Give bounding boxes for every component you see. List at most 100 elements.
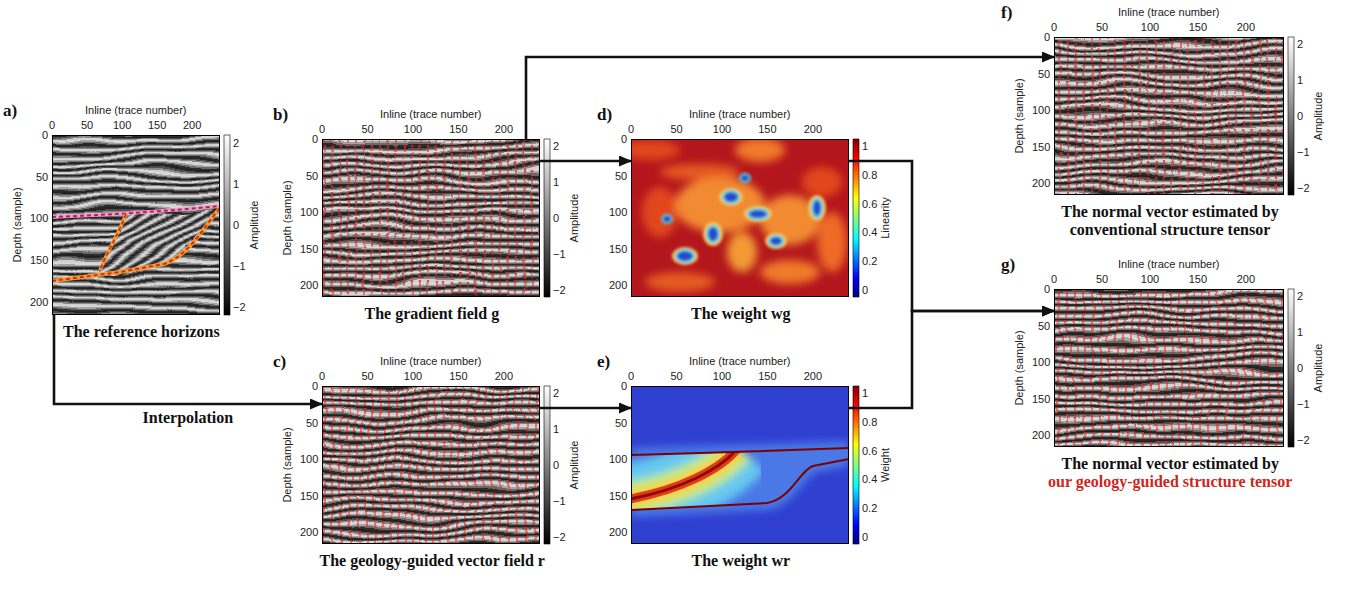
panel-frame: d)The weight wg bbox=[631, 139, 849, 297]
colorbar-tick: 0 bbox=[233, 219, 239, 231]
colorbar-tick: 0 bbox=[862, 284, 868, 296]
tick-label: 0 bbox=[1044, 31, 1050, 43]
horizon-line bbox=[52, 206, 220, 217]
fault-block bbox=[100, 206, 220, 272]
colorbar-tick: −1 bbox=[233, 260, 246, 272]
axis-title: Inline (trace number) bbox=[1118, 6, 1220, 18]
colorbar-tick: 0.8 bbox=[862, 416, 877, 428]
tick-label: 0 bbox=[1051, 273, 1057, 285]
colorbar bbox=[224, 135, 230, 315]
colorbar-tick: −1 bbox=[1297, 398, 1310, 410]
axis-title: Depth (sample) bbox=[280, 180, 292, 255]
colorbar-tick: −2 bbox=[553, 531, 566, 543]
tick-label: 200 bbox=[30, 296, 48, 308]
tick-label: 0 bbox=[1044, 283, 1050, 295]
colorbar-tick: 0.8 bbox=[862, 169, 877, 181]
colorbar-tick: −2 bbox=[233, 301, 246, 313]
colorbar-tick: 2 bbox=[553, 140, 559, 152]
colorbar-tick: 1 bbox=[862, 140, 868, 152]
tick-label: 150 bbox=[1189, 21, 1207, 33]
colorbar-title: Amplitude bbox=[1312, 92, 1324, 141]
horizon-line bbox=[52, 208, 220, 281]
heatmap-blobs bbox=[631, 139, 847, 292]
tick-label: 100 bbox=[1141, 21, 1159, 33]
colorbar-title: Amplitude bbox=[1312, 344, 1324, 393]
arrow-connector bbox=[526, 57, 1054, 139]
tick-label: 50 bbox=[36, 171, 48, 183]
horizon-line bbox=[631, 459, 849, 510]
tick-label: 200 bbox=[1237, 273, 1255, 285]
tick-label: 100 bbox=[113, 119, 131, 131]
vector-arrows bbox=[322, 139, 540, 297]
tick-label: 150 bbox=[449, 370, 467, 382]
panel-caption: The gradient field g bbox=[365, 305, 500, 323]
fault-line bbox=[100, 214, 126, 270]
tick-label: 0 bbox=[319, 123, 325, 135]
edge-label: Interpolation bbox=[141, 409, 236, 427]
tick-label: 200 bbox=[1237, 21, 1255, 33]
colorbar-tick: 2 bbox=[233, 137, 239, 149]
colorbar-tick: 0 bbox=[1297, 362, 1303, 374]
weight-map bbox=[631, 386, 849, 544]
horizon-line bbox=[52, 206, 220, 217]
panel-caption: The normal vector estimated by conventio… bbox=[1060, 203, 1280, 239]
axis-title: Inline (trace number) bbox=[380, 108, 482, 120]
seismic-image bbox=[52, 135, 220, 315]
tick-label: 150 bbox=[609, 490, 627, 502]
colorbar bbox=[544, 139, 550, 297]
tick-label: 200 bbox=[804, 123, 822, 135]
vector-field-image bbox=[1054, 37, 1284, 195]
panel-letter: b) bbox=[273, 105, 288, 125]
colorbar-tick: −2 bbox=[553, 284, 566, 296]
panel-caption: The geology-guided vector field r bbox=[320, 552, 545, 570]
tick-label: 100 bbox=[713, 370, 731, 382]
horizon-line bbox=[631, 448, 849, 455]
tick-label: 150 bbox=[1032, 141, 1050, 153]
tick-label: 0 bbox=[628, 370, 634, 382]
colorbar-tick: 1 bbox=[553, 176, 559, 188]
colorbar-tick: 0.2 bbox=[862, 502, 877, 514]
panel-letter: d) bbox=[597, 105, 612, 125]
tick-label: 100 bbox=[404, 370, 422, 382]
colorbar-tick: 0.4 bbox=[862, 226, 877, 238]
heatmap-ground bbox=[631, 139, 849, 297]
tick-label: 150 bbox=[1189, 273, 1207, 285]
tick-label: 200 bbox=[1032, 429, 1050, 441]
colorbar bbox=[853, 139, 859, 297]
panel-caption: The weight wr bbox=[692, 552, 791, 570]
tick-label: 0 bbox=[319, 370, 325, 382]
axis-title: Inline (trace number) bbox=[1118, 258, 1220, 270]
axis-title: Depth (sample) bbox=[1012, 78, 1024, 153]
tick-label: 50 bbox=[1096, 21, 1108, 33]
tick-label: 0 bbox=[628, 123, 634, 135]
colorbar-tick: 0.6 bbox=[862, 198, 877, 210]
colorbar-tick: 0 bbox=[1297, 110, 1303, 122]
tick-label: 200 bbox=[1032, 177, 1050, 189]
vector-arrows bbox=[322, 386, 540, 544]
colorbar-tick: 1 bbox=[553, 423, 559, 435]
tick-label: 100 bbox=[300, 206, 318, 218]
colorbar-title: Linearity bbox=[879, 197, 891, 239]
colorbar-tick: −1 bbox=[553, 495, 566, 507]
panel-caption: The normal vector estimated by bbox=[1062, 455, 1279, 473]
tick-label: 50 bbox=[615, 417, 627, 429]
tick-label: 100 bbox=[1032, 104, 1050, 116]
tick-label: 100 bbox=[609, 453, 627, 465]
colorbar-tick: −2 bbox=[1297, 182, 1310, 194]
panel-letter: f) bbox=[1001, 3, 1012, 23]
seismic-image bbox=[1054, 37, 1284, 195]
tick-label: 200 bbox=[804, 370, 822, 382]
vector-arrows bbox=[1054, 37, 1284, 195]
tick-label: 0 bbox=[49, 119, 55, 131]
arrow-connector bbox=[849, 311, 1054, 408]
colorbar bbox=[853, 386, 859, 544]
tick-label: 0 bbox=[621, 380, 627, 392]
tick-label: 0 bbox=[312, 133, 318, 145]
arrow-connector bbox=[540, 407, 631, 410]
tick-label: 200 bbox=[300, 526, 318, 538]
tick-label: 50 bbox=[81, 119, 93, 131]
colorbar-tick: 0 bbox=[553, 459, 559, 471]
tick-label: 100 bbox=[609, 206, 627, 218]
vector-field-image bbox=[322, 139, 540, 297]
